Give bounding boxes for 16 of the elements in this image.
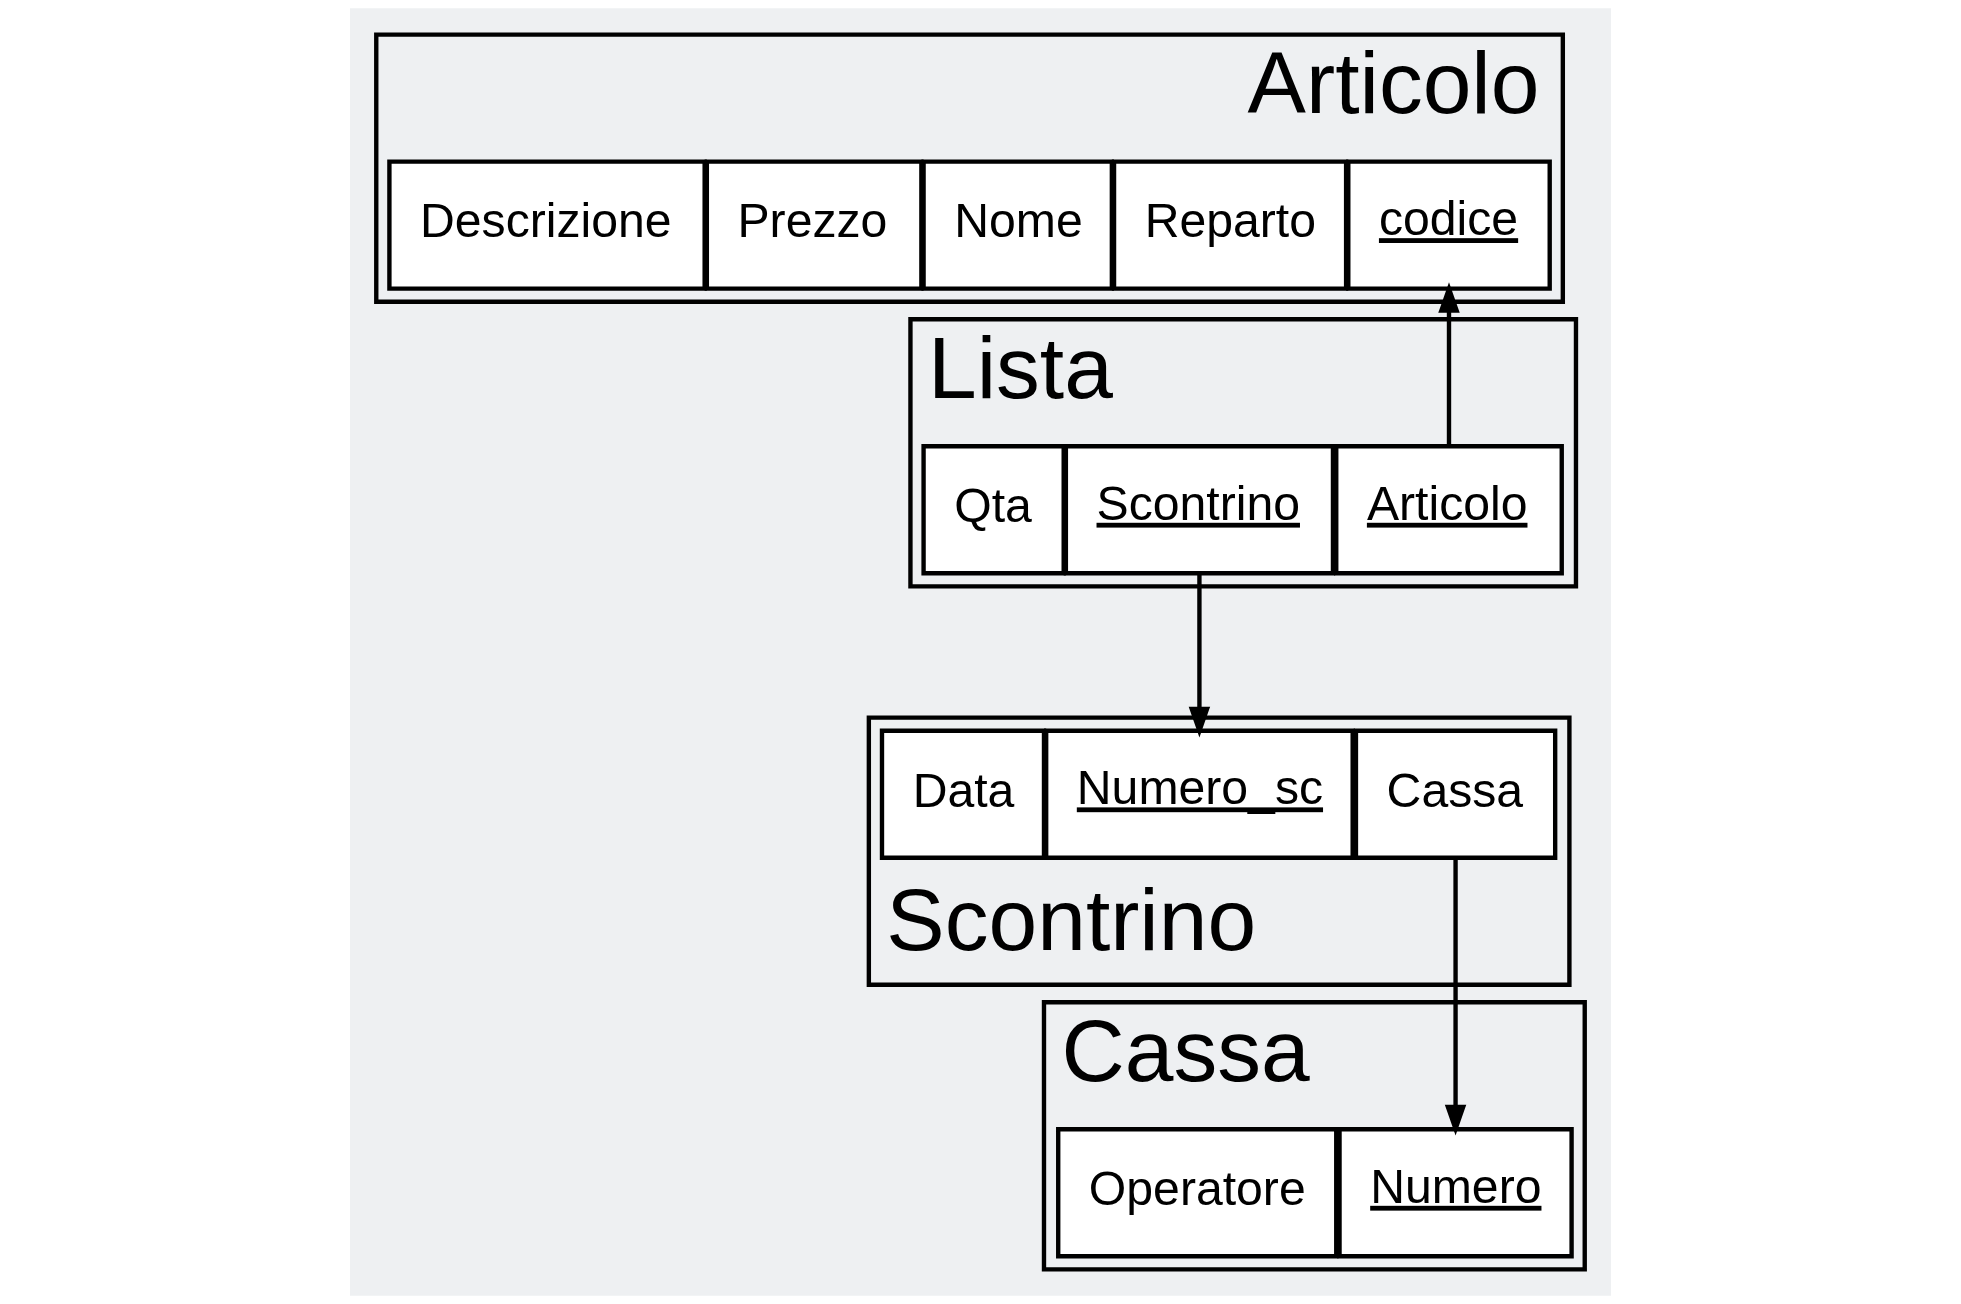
node-box: Operatore [1056, 1127, 1339, 1259]
arrow [1444, 858, 1467, 1136]
node-box: Articolo [1334, 444, 1564, 576]
arrow [1438, 282, 1460, 447]
node-box: Descrizione [387, 159, 707, 291]
node-box: Nome [921, 159, 1115, 291]
node-box: Reparto [1111, 159, 1349, 291]
node-box: Scontrino [1063, 444, 1336, 576]
node-box: Data [879, 728, 1047, 860]
node-box: Cassa [1353, 728, 1558, 860]
node-box: Numero_sc [1044, 728, 1355, 860]
node-box: Numero [1337, 1127, 1574, 1259]
node-box: codice [1346, 159, 1552, 291]
arrow [1188, 573, 1211, 738]
node-box: Prezzo [704, 159, 924, 291]
node-box: Qta [921, 444, 1066, 576]
